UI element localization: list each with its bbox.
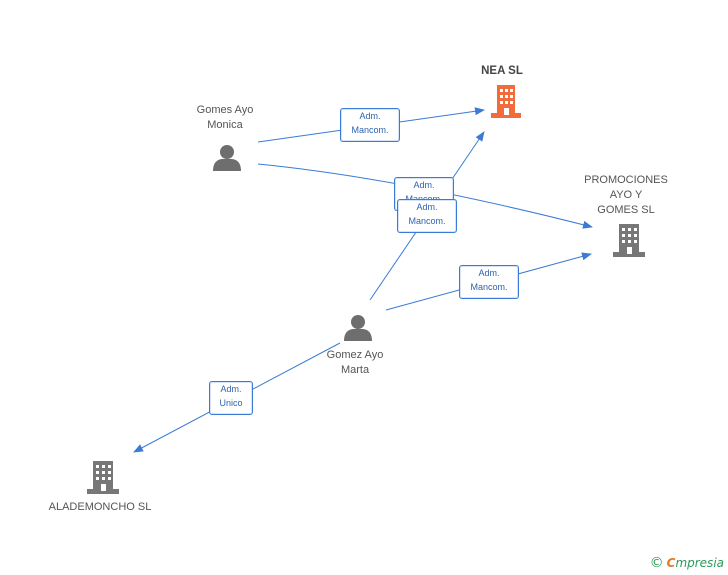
brand-name: mpresia — [675, 556, 724, 570]
edge-label-line: Unico — [219, 398, 243, 408]
building-icon — [613, 224, 645, 257]
edge-label-line: Mancom. — [470, 282, 508, 292]
edge-label-line: Mancom. — [408, 216, 446, 226]
edge-label-line: Adm. — [416, 202, 438, 212]
edge-label-marta-promociones: Adm. Mancom. — [459, 265, 519, 299]
edge-label-line: Mancom. — [351, 125, 389, 135]
person-label-monica[interactable]: Gomes Ayo Monica — [196, 104, 254, 131]
edge-label-line: Adm. — [478, 268, 500, 278]
person-label-marta[interactable]: Gomez Ayo Marta — [326, 349, 384, 376]
company-label-alademoncho[interactable]: ALADEMONCHO SL — [48, 501, 152, 513]
edge-label-monica-nea: Adm. Mancom. — [340, 108, 400, 142]
edge-label-line: Adm. — [413, 180, 435, 190]
building-icon — [491, 85, 521, 118]
edge-label-marta-alademoncho: Adm. Unico — [209, 381, 253, 415]
brand-initial: C — [666, 556, 676, 570]
edge-label-marta-nea: Adm. Mancom. — [397, 199, 457, 233]
copyright-symbol: © — [649, 555, 664, 571]
company-label-nea[interactable]: NEA SL — [481, 65, 523, 77]
person-icon — [213, 145, 241, 171]
company-label-promociones[interactable]: PROMOCIONES AYO Y GOMES SL — [584, 174, 668, 216]
person-icon — [344, 315, 372, 341]
edge-label-line: Adm. — [220, 384, 242, 394]
empresia-watermark: ©Cmpresia — [650, 555, 724, 571]
building-icon — [87, 461, 119, 494]
edge-label-line: Adm. — [359, 111, 381, 121]
